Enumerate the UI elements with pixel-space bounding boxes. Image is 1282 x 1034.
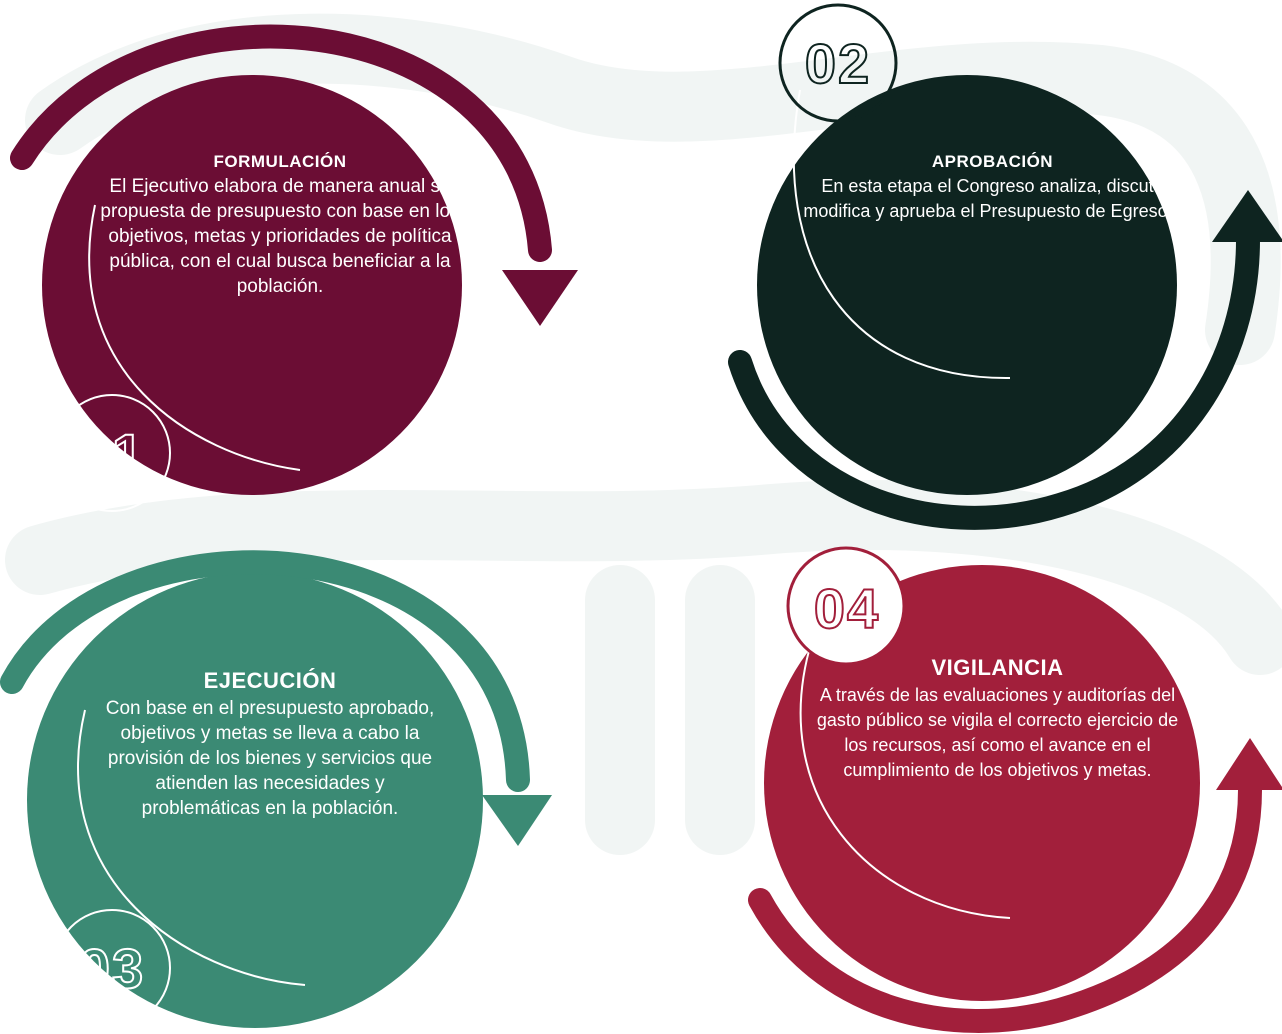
step-01-arrow-head bbox=[502, 270, 578, 326]
step-04-number: 04 bbox=[813, 576, 881, 641]
step-01-inner-arc bbox=[88, 204, 301, 471]
step-01-text: FORMULACIÓN El Ejecutivo elabora de mane… bbox=[85, 152, 475, 299]
step-04-badge-circle bbox=[786, 546, 906, 666]
step-01-number: 01 bbox=[78, 421, 146, 486]
step-03-arrow-arc bbox=[0, 550, 530, 792]
step-02-text: APROBACIÓN En esta etapa el Congreso ana… bbox=[800, 152, 1185, 224]
step-04-title: VIGILANCIA bbox=[931, 655, 1064, 680]
step-04-arrow-head bbox=[1216, 738, 1282, 790]
step-02-badge-circle bbox=[778, 3, 898, 123]
step-01-arrow-arc bbox=[10, 24, 552, 262]
step-04-arrow-arc bbox=[748, 778, 1262, 1033]
step-02-arrow-head bbox=[1212, 190, 1282, 242]
step-03-arrow-head bbox=[482, 795, 552, 846]
step-04-circle bbox=[764, 565, 1200, 1001]
step-01-body: El Ejecutivo elabora de manera anual su … bbox=[100, 176, 460, 297]
step-03-number: 03 bbox=[78, 936, 146, 1001]
step-04-text: VIGILANCIA A través de las evaluaciones … bbox=[805, 655, 1190, 783]
step-03-text: EJECUCIÓN Con base en el presupuesto apr… bbox=[95, 668, 445, 821]
step-01-title: FORMULACIÓN bbox=[213, 152, 347, 171]
step-03-inner-arc bbox=[77, 709, 306, 986]
step-02-inner-arc bbox=[792, 89, 1011, 380]
step-02-group bbox=[728, 3, 1282, 530]
step-02-number: 02 bbox=[804, 31, 872, 96]
step-03-body: Con base en el presupuesto aprobado, obj… bbox=[105, 698, 435, 819]
step-03-title: EJECUCIÓN bbox=[203, 668, 337, 693]
step-02-circle bbox=[757, 75, 1177, 495]
step-02-arrow-arc bbox=[728, 228, 1260, 530]
step-01-circle bbox=[42, 75, 462, 495]
step-03-badge-circle bbox=[53, 909, 171, 1027]
step-04-group bbox=[748, 546, 1282, 1033]
step-03-group bbox=[0, 550, 552, 1028]
step-01-badge-circle bbox=[53, 394, 171, 512]
step-04-inner-arc bbox=[799, 639, 1011, 919]
step-01-group bbox=[10, 24, 578, 512]
step-04-body: A través de las evaluaciones y auditoría… bbox=[816, 685, 1179, 780]
step-02-body: En esta etapa el Congreso analiza, discu… bbox=[803, 176, 1182, 221]
step-02-title: APROBACIÓN bbox=[931, 152, 1054, 171]
